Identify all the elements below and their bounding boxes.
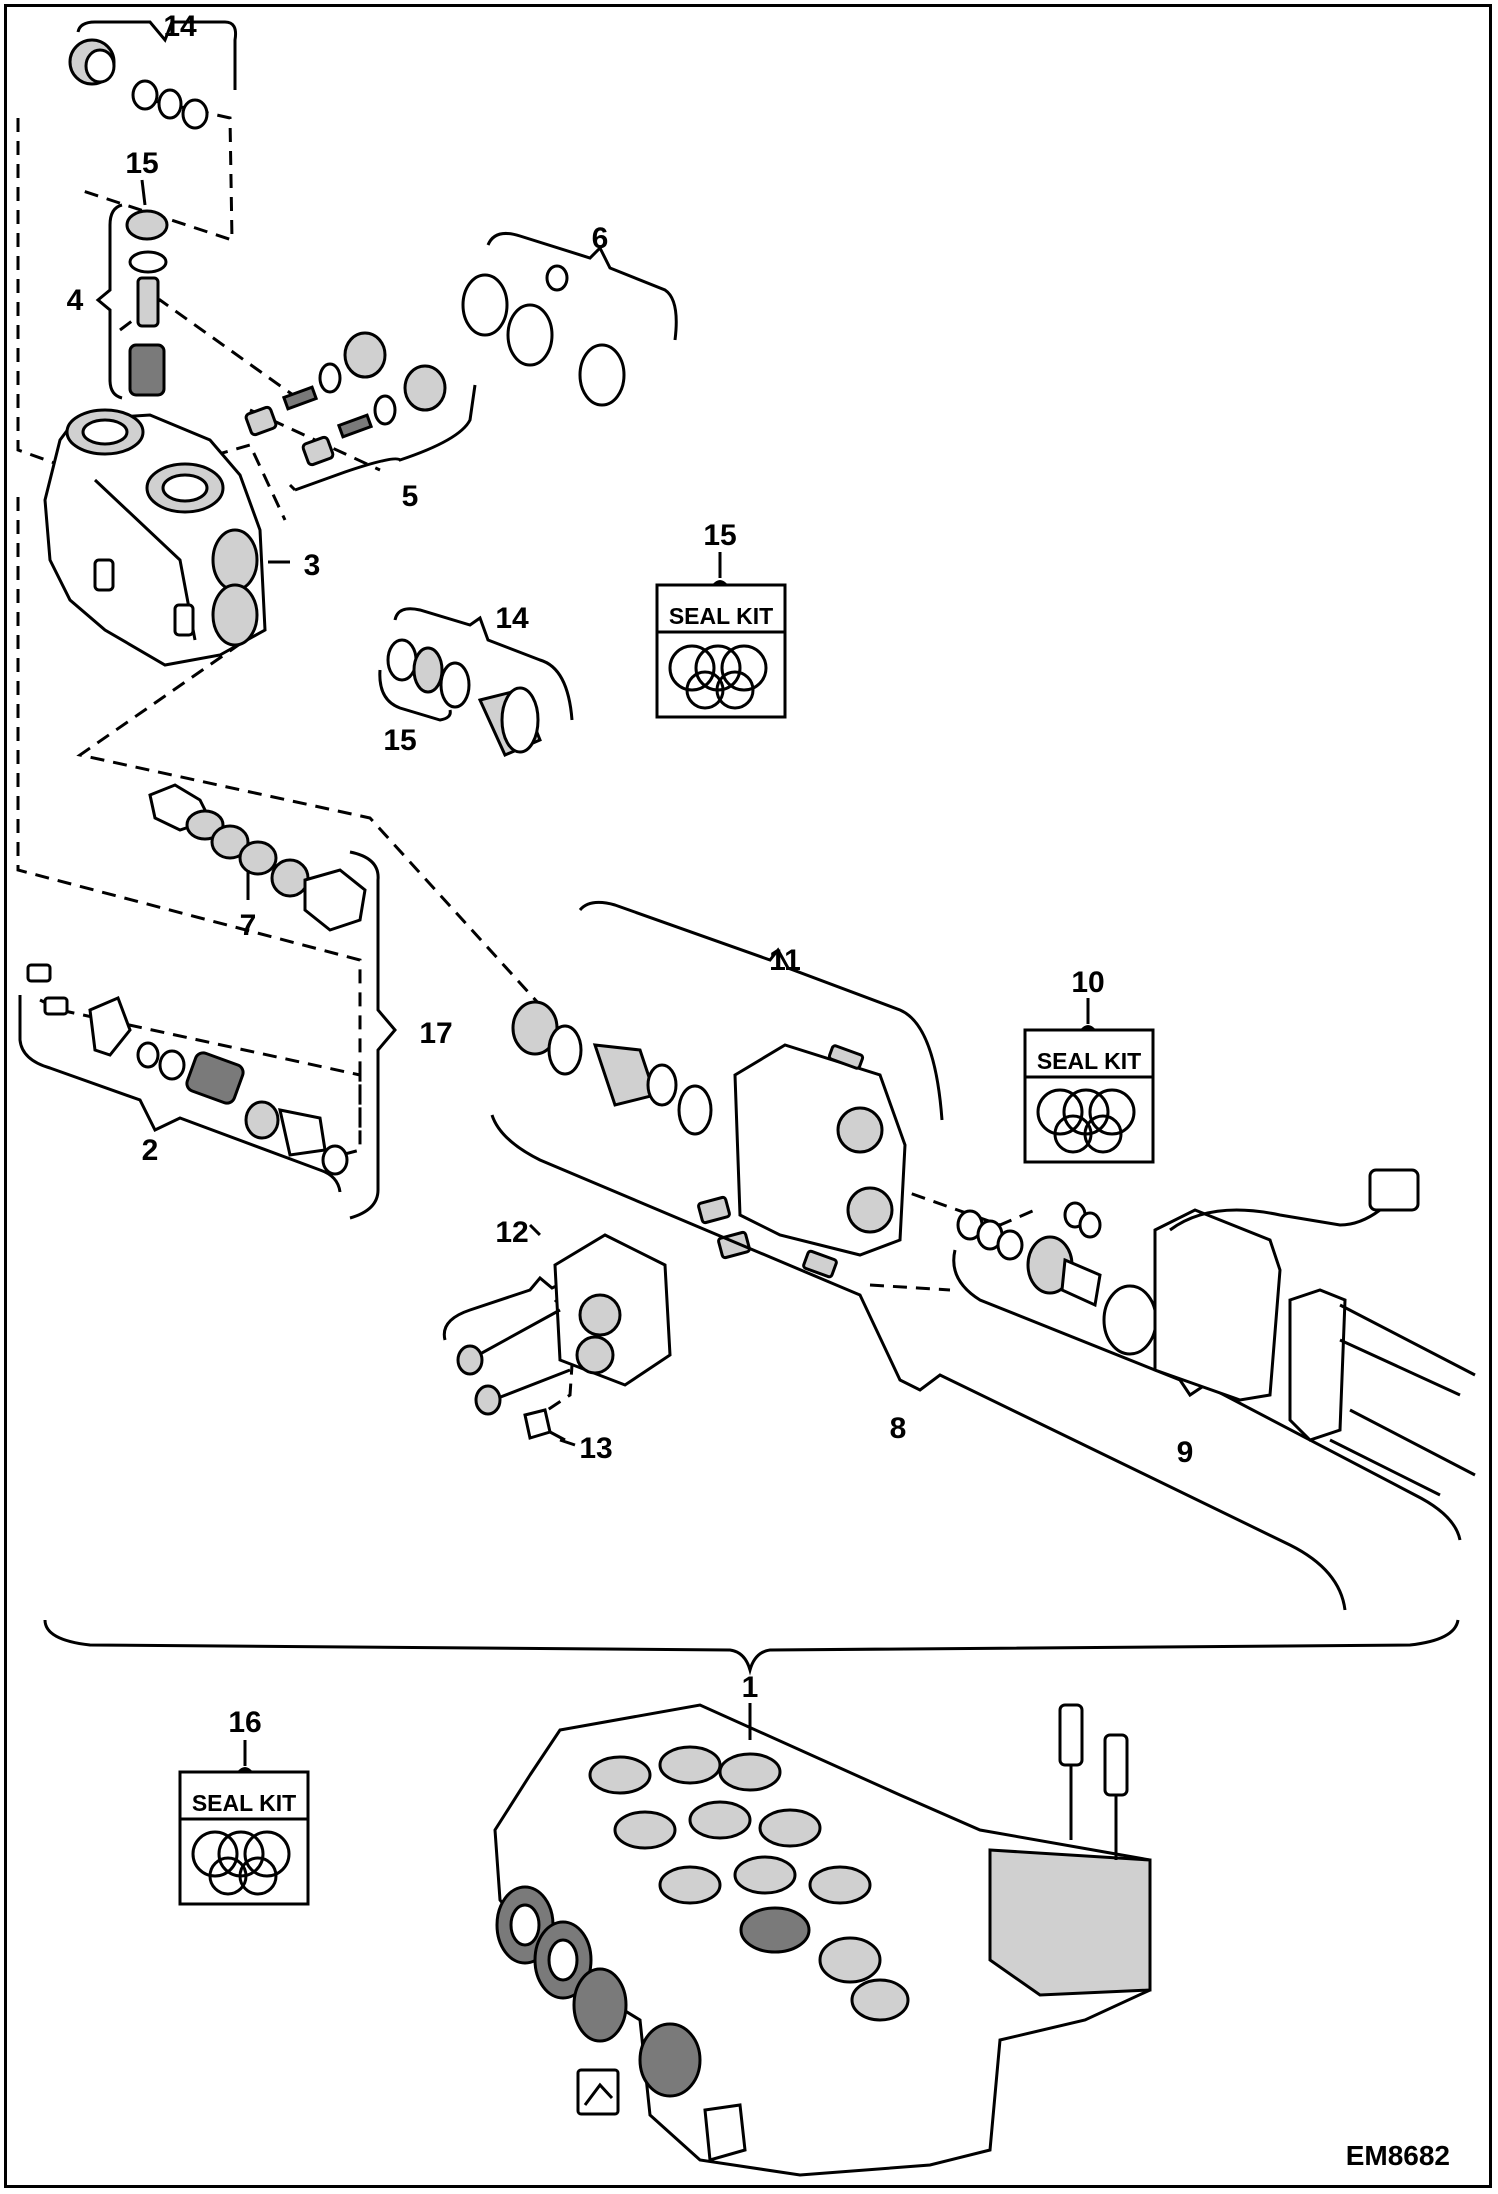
seal-kit-16: SEAL KIT xyxy=(178,1740,310,1906)
part-group-2 xyxy=(18,963,349,1193)
part-group-4 xyxy=(95,203,169,400)
bracket-8 xyxy=(490,1114,1347,1611)
callout-5: 5 xyxy=(402,480,419,513)
seal-kit-10: SEAL KIT xyxy=(1023,998,1155,1164)
callout-10-kit: 10 xyxy=(1071,966,1104,999)
callout-3: 3 xyxy=(304,549,321,582)
seal-kit-16-label: SEAL KIT xyxy=(192,1790,296,1816)
callout-13: 13 xyxy=(579,1432,612,1465)
part-group-12 xyxy=(442,1233,672,1442)
callout-12: 12 xyxy=(495,1216,528,1249)
seal-kit-10-label: SEAL KIT xyxy=(1037,1048,1141,1074)
callout-2: 2 xyxy=(142,1134,159,1167)
callout-4: 4 xyxy=(67,284,84,317)
part-group-5 xyxy=(244,331,477,492)
callout-15-right: 15 xyxy=(383,724,416,757)
part-group-6 xyxy=(461,232,678,407)
callout-14-top: 14 xyxy=(163,10,197,43)
seal-kit-15-label: SEAL KIT xyxy=(669,603,773,629)
part-group-14-15-right xyxy=(378,607,574,757)
callout-labels: 14 15 4 6 5 3 15 14 15 7 17 2 11 10 12 1… xyxy=(67,10,1194,1740)
valve-section-3 xyxy=(43,408,290,667)
diagram-frame xyxy=(4,4,1492,2188)
assembled-valve-1 xyxy=(493,1703,1152,2177)
bracket-1 xyxy=(43,1619,1460,1676)
callout-9: 9 xyxy=(1177,1436,1194,1469)
callout-7: 7 xyxy=(240,909,257,942)
callout-6: 6 xyxy=(592,222,609,255)
callout-15-top: 15 xyxy=(125,147,158,180)
seal-kit-15: SEAL KIT xyxy=(655,552,787,719)
callout-11: 11 xyxy=(769,944,801,977)
callout-1: 1 xyxy=(742,1671,759,1704)
bracket-17 xyxy=(349,850,397,1220)
callout-17: 17 xyxy=(419,1017,452,1050)
part-group-11 xyxy=(511,900,944,1279)
callout-16-kit: 16 xyxy=(228,1706,261,1739)
spool-assembly-7 xyxy=(148,783,367,932)
part-group-14-top xyxy=(68,20,237,130)
part-group-9 xyxy=(952,1168,1476,1541)
callout-14-right: 14 xyxy=(495,602,529,635)
callout-8: 8 xyxy=(890,1412,907,1445)
callout-15-kit: 15 xyxy=(703,519,736,552)
reference-code: EM8682 xyxy=(1346,2140,1450,2171)
